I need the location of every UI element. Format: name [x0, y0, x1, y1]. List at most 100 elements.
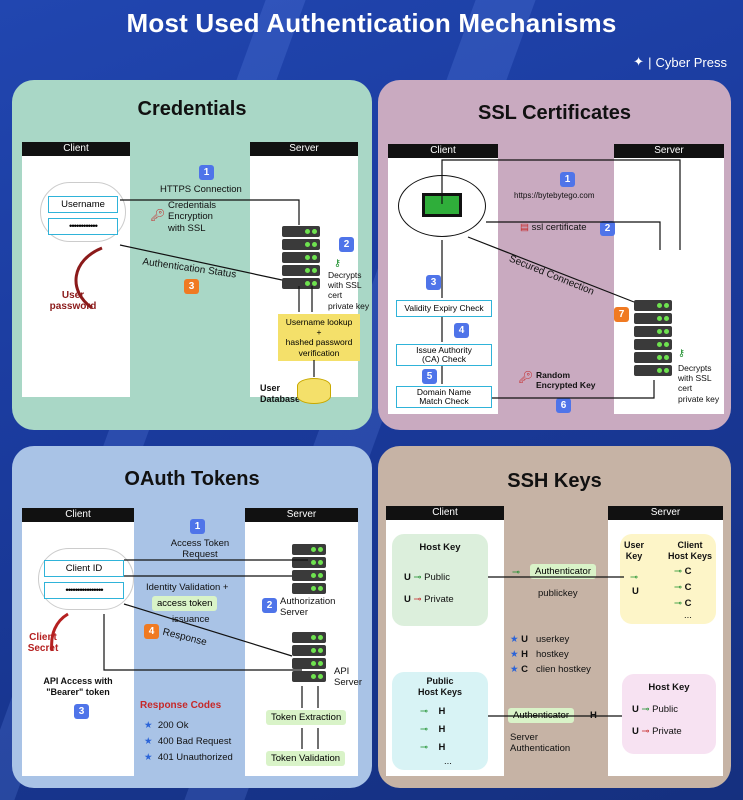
green-key-icon: ⊸ — [413, 572, 422, 583]
client-secret-label: Client Secret — [27, 632, 59, 654]
certificate-text: ssl certificate — [531, 222, 587, 233]
step-2-badge: 2 — [600, 221, 615, 236]
decrypts-label: Decrypts with SSL cert private key — [328, 270, 370, 311]
legend-item: ★ H hostkey — [510, 649, 569, 661]
credentials-client-box: Client Username •••••••••••• User passwo… — [22, 142, 130, 397]
green-key-icon: ⊸ — [512, 567, 520, 578]
response-code-item: ★ 400 Bad Request — [144, 736, 232, 748]
host-key-heading: Host Key — [419, 542, 461, 553]
green-key-icon: ⚷ — [334, 258, 341, 269]
publickey-label: publickey — [538, 588, 578, 599]
client-form-outline — [38, 548, 134, 610]
star-icon: ★ — [144, 720, 153, 731]
legend-item: ★ C clien hostkey — [510, 664, 591, 676]
random-key-label: Random Encrypted Key — [536, 370, 596, 391]
step-3-badge: 3 — [426, 275, 441, 290]
certificate-label: ▤ ssl certificate — [520, 222, 587, 233]
public-key-row: U ⊸ Public — [632, 704, 678, 715]
c-key-row: ⊸ C — [674, 566, 692, 577]
user-database-label: User Database — [260, 383, 301, 404]
ssl-panel: SSL Certificates Client Server 1 https:/… — [378, 80, 731, 430]
client-host-key-card: Host Key U ⊸ Public U ⊸ Private — [392, 534, 488, 626]
response-codes-title: Response Codes — [140, 700, 222, 711]
ssh-arrows — [488, 576, 624, 717]
decrypts-label: Decrypts with SSL cert private key — [678, 363, 720, 404]
public-host-keys-heading: Public Host Keys — [417, 676, 462, 697]
server-rack-icon — [634, 300, 672, 378]
h-key-row: ⊸ H — [420, 724, 446, 735]
c-key-row: ⊸ C — [674, 598, 692, 609]
access-request-label: Access Token Request — [170, 538, 230, 561]
step-2-badge: 2 — [262, 598, 277, 613]
identity-label: Identity Validation + — [146, 582, 229, 593]
user-password-label: User password — [49, 290, 97, 312]
https-connection-label: HTTPS Connection — [160, 184, 242, 195]
server-host-key-card: Host Key U ⊸ Public U ⊸ Private — [622, 674, 716, 754]
ssh-panel: SSH Keys Client Server Host Key U ⊸ Publ… — [378, 446, 731, 788]
server-header: Server — [245, 508, 358, 522]
auth-server-rack-icon — [292, 544, 326, 596]
oauth-title: OAuth Tokens — [124, 468, 260, 490]
ssl-title: SSL Certificates — [477, 102, 632, 124]
username-field: Username — [48, 196, 118, 213]
api-access-label: API Access with "Bearer" token — [43, 676, 113, 697]
client-host-keys-heading: Client Host Keys — [667, 540, 712, 561]
server-keys-card: User Key Client Host Keys ⊸ U ⊸ C ⊸ C ⊸ … — [620, 534, 716, 624]
server-auth-label: Server Authentication — [510, 732, 571, 755]
ssl-arrows — [441, 159, 681, 399]
authenticator-label: Authenticator — [530, 564, 596, 579]
brand-diamond-icon: ✦ — [633, 54, 645, 69]
token-extraction-box: Token Extraction — [266, 710, 347, 725]
star-icon: ★ — [510, 634, 519, 645]
oauth-panel: OAuth Tokens Client Client ID ••••••••••… — [12, 446, 372, 788]
oauth-client-box: Client Client ID •••••••••••••••• Client… — [22, 508, 134, 776]
red-key-icon: ⊸ — [413, 594, 422, 605]
step-4-badge: 4 — [454, 323, 469, 338]
public-key-row: U ⊸ Public — [404, 572, 450, 583]
public-host-keys-card: Public Host Keys ⊸ H ⊸ H ⊸ H ... — [392, 672, 488, 770]
credentials-panel: Credentials Client Username ••••••••••••… — [12, 80, 372, 430]
client-id-field: Client ID — [44, 560, 124, 577]
step-1-badge: 1 — [190, 519, 205, 534]
star-icon: ★ — [510, 664, 519, 676]
ssh-title: SSH Keys — [507, 470, 602, 492]
step-5-badge: 5 — [422, 369, 437, 384]
star-icon: ★ — [144, 736, 153, 748]
client-secret-field: •••••••••••••••• — [44, 582, 124, 599]
credentials-arrows — [74, 199, 315, 377]
step-6-badge: 6 — [556, 398, 571, 413]
auth-server-label: Authorization Server — [280, 596, 336, 619]
server-header: Server — [614, 144, 724, 158]
brand-name: Cyber Press — [655, 54, 727, 70]
ssh-legend: ★ U userkey ★ H hostkey ★ C clien hostke… — [510, 632, 591, 678]
response-code-item: ★ 401 Unauthorized — [144, 752, 233, 764]
server-rack-icon — [282, 226, 320, 291]
h-key-row: ⊸ H — [420, 706, 446, 717]
certificate-icon: ▤ — [520, 222, 529, 233]
url-label: https://bytebytego.com — [514, 191, 595, 200]
client-header: Client — [386, 506, 504, 520]
more-dots: ... — [444, 756, 452, 767]
server-header: Server — [608, 506, 723, 520]
c-key-row: ⊸ C — [674, 582, 692, 593]
step-4-badge: 4 — [144, 624, 159, 639]
private-key-row: U ⊸ Private — [404, 594, 454, 605]
brand-logo: ✦|Cyber Press — [633, 54, 727, 70]
token-validation-box: Token Validation — [266, 751, 346, 766]
step-1-badge: 1 — [199, 165, 214, 180]
h-key-row: ⊸ H — [420, 742, 446, 753]
response-codes-list: ★ 200 Ok ★ 400 Bad Request ★ 401 Unautho… — [144, 718, 233, 766]
page-title: Most Used Authentication Mechanisms — [126, 8, 617, 38]
oauth-arrows — [50, 559, 319, 749]
credentials-title: Credentials — [137, 98, 247, 120]
key-icon: 🔑︎ — [150, 208, 166, 222]
server-host-key-heading: Host Key — [648, 682, 690, 693]
step-3-badge: 3 — [184, 279, 199, 294]
server-header: Server — [250, 142, 358, 156]
star-icon: ★ — [144, 752, 153, 764]
api-server-label: API Server — [334, 666, 362, 689]
step-2-badge: 2 — [339, 237, 354, 252]
encryption-label: Credentials Encryption with SSL — [168, 200, 217, 234]
step-1-badge: 1 — [560, 172, 575, 187]
user-key-heading: User Key — [624, 540, 645, 561]
